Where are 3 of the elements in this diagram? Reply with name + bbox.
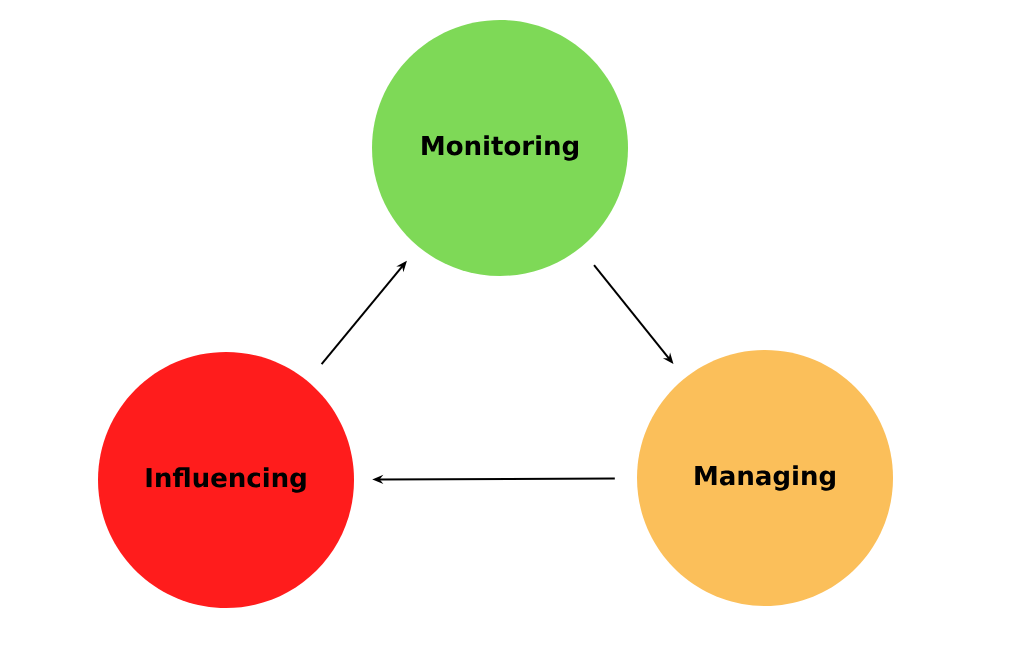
circle-node: Influencing — [98, 352, 354, 608]
circle-node: Managing — [637, 350, 893, 606]
circle-node: Monitoring — [372, 20, 628, 276]
